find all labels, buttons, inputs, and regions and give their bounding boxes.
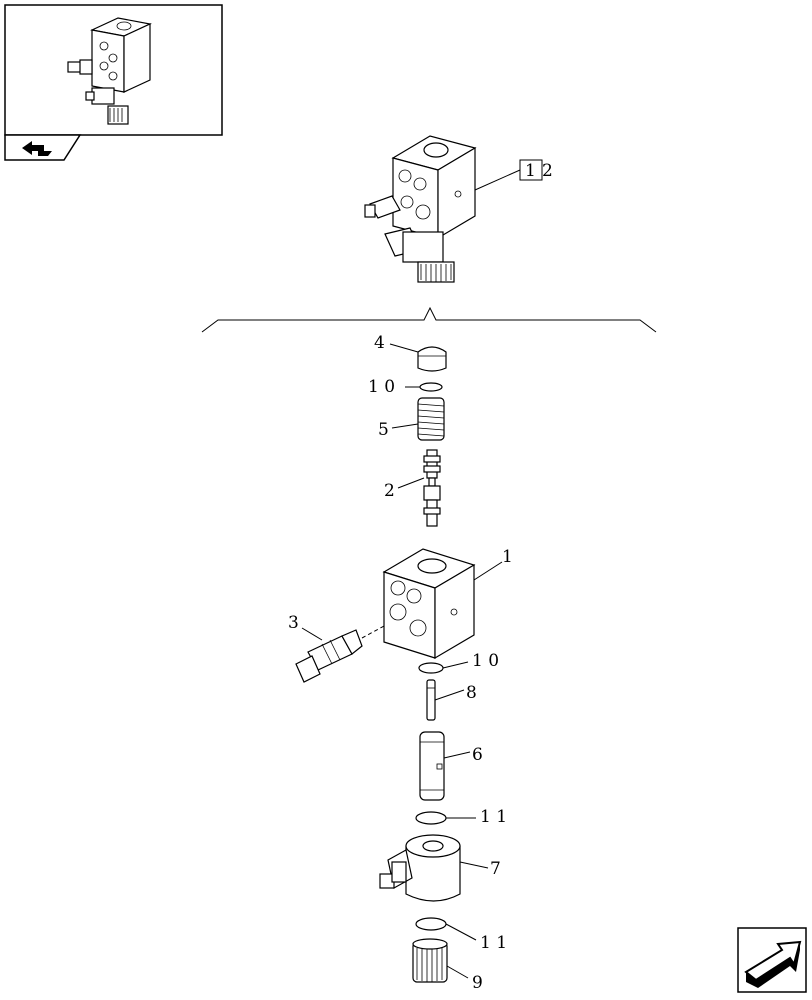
part-11-oring-upper (415, 811, 447, 825)
assembly-callout-suffix: 2 (542, 161, 553, 181)
part-3-cartridge (295, 629, 363, 683)
callout-5: 5 (378, 420, 389, 440)
part-8-pin (426, 679, 436, 721)
callout-4: 4 (374, 333, 385, 353)
part-5-spring (417, 397, 445, 441)
assembled-valve (364, 135, 477, 283)
thumbnail-panel[interactable] (4, 4, 223, 161)
next-page-button[interactable] (737, 927, 807, 993)
part-9-knurled-nut (412, 938, 448, 983)
part-2-spool (423, 449, 441, 527)
explosion-bracket (201, 306, 657, 333)
callout-3: 3 (288, 613, 299, 633)
part-11-oring-lower (415, 917, 447, 931)
assembly-callout-box (519, 159, 543, 181)
callout-11-upper: 1 1 (480, 807, 507, 827)
assembly-callout-number: 1 (525, 161, 536, 181)
callout-1: 1 (502, 547, 513, 567)
part-1-valve-body (382, 548, 476, 660)
part-10-oring-lower (418, 662, 444, 674)
next-page-arrow-icon (744, 940, 802, 988)
part-4-plug (417, 346, 447, 372)
part-10-oring-upper (419, 382, 443, 392)
callout-2: 2 (384, 481, 395, 501)
callout-8: 8 (466, 683, 477, 703)
callout-11-lower: 1 1 (480, 933, 507, 953)
callout-10-lower: 1 0 (472, 651, 499, 671)
thumbnail-valve-image (67, 17, 152, 125)
callout-9: 9 (472, 973, 483, 993)
callout-6: 6 (472, 745, 483, 765)
callout-10-upper: 1 0 (368, 377, 395, 397)
callout-7: 7 (490, 859, 501, 879)
back-arrow-icon[interactable] (22, 141, 52, 156)
part-7-solenoid-coil (379, 834, 461, 902)
part-6-tube (419, 731, 445, 801)
